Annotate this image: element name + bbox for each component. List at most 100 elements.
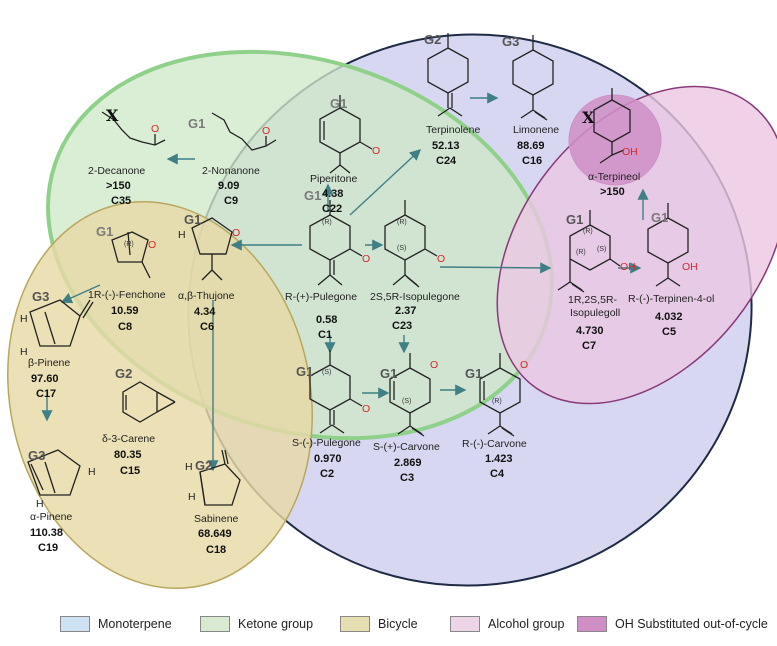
oxygen-label: O [262, 125, 270, 137]
legend-label: Monoterpene [98, 617, 172, 631]
legend-label: Ketone group [238, 617, 314, 631]
compound-id-c23: C23 [392, 320, 412, 332]
compound-value-c8: 10.59 [111, 305, 139, 317]
oxygen-label: O [362, 253, 370, 265]
legend-label: OH Substituted out-of-cycle [615, 617, 768, 631]
compound-value-c19: 110.38 [30, 527, 63, 539]
group-badge-c2: G1 [296, 364, 313, 379]
arrows [41, 92, 649, 472]
group-badge-c5: G1 [651, 210, 668, 225]
compound-value-c17: 97.60 [31, 373, 59, 385]
group-badge-c22: G1 [330, 96, 347, 111]
compound-name-c24: Terpinolene [426, 124, 480, 136]
hydroxyl-label: OH [622, 146, 638, 158]
compound-id-c18: C18 [206, 544, 226, 556]
group-badge-c4: G1 [465, 366, 482, 381]
compound-name-c2: S-(-)-Pulegone [292, 437, 361, 449]
compound-value-c2: 0.970 [314, 453, 342, 465]
hydrogen-label: H [185, 461, 193, 473]
legend-swatch [577, 616, 607, 632]
group-badge-c35: X [106, 106, 119, 125]
compound-id-c7: C7 [582, 340, 596, 352]
hydrogen-label: H [20, 346, 28, 358]
legend-item-ketone: Ketone group [200, 616, 313, 632]
compound-name-c3: S-(+)-Carvone [373, 441, 440, 453]
compound-name-c1: R-(+)-Pulegone [285, 291, 357, 303]
compound-value-c23: 2.37 [395, 305, 416, 317]
group-badge-c1: G1 [304, 188, 321, 203]
arrow-c1-c24 [349, 149, 422, 216]
group-badge-c15: G2 [115, 366, 132, 381]
compound-id-c4: C4 [490, 468, 505, 480]
arrow-c23-c7 [439, 262, 552, 274]
compound-id-c2: C2 [320, 468, 334, 480]
legend-item-bicycle: Bicycle [340, 616, 418, 632]
compound-value-c15: 80.35 [114, 449, 142, 461]
compound-name-c17: β-Pinene [28, 357, 70, 369]
compound-value-c4: 1.423 [485, 453, 513, 465]
compound-value-c9: 9.09 [218, 180, 239, 192]
oxygen-label: O [232, 227, 240, 239]
group-badge-c3: G1 [380, 366, 397, 381]
oxygen-label: O [151, 123, 159, 135]
hydrogen-label: H [36, 498, 44, 510]
compound-value-c6: 4.34 [194, 306, 216, 318]
compound-name-c6: α,β-Thujone [178, 290, 235, 302]
compound-id-c8: C8 [118, 321, 132, 333]
compound-value-terpineol: >150 [600, 186, 625, 198]
compound-value-c24: 52.13 [432, 140, 460, 152]
hydrogen-label: H [178, 229, 186, 241]
oxygen-label: O [372, 145, 380, 157]
compound-name-c16: Limonene [513, 124, 559, 136]
stereo-r: (R) [583, 228, 593, 235]
legend-label: Bicycle [378, 617, 418, 631]
legend-item-monoterpene: Monoterpene [60, 616, 172, 632]
legend-swatch [340, 616, 370, 632]
terpene-relationship-diagram: O O O O O O O O O O OH OH OH H H H H H H… [7, 32, 777, 590]
compound-name-c8: 1R-(-)-Fenchone [88, 289, 166, 301]
stereo-labels: (R) (R) (S) (S) (S) (R) (R) (S) (R) (R) [124, 219, 606, 405]
legend-swatch [450, 616, 480, 632]
compound-value-c22: 4.38 [322, 188, 343, 200]
group-badge-c17: G3 [32, 289, 49, 304]
compound-id-c9: C9 [224, 195, 238, 207]
compound-id-c35: C35 [111, 195, 131, 207]
legend-item-alcohol: Alcohol group [450, 616, 564, 632]
group-badge-c6: G1 [184, 212, 201, 227]
arrow-c8-c17 [60, 284, 101, 304]
compound-name-c4: R-(-)-Carvone [462, 438, 527, 450]
hydrogen-label: H [188, 491, 196, 503]
oxygen-label: O [148, 239, 156, 251]
compound-name-terpineol: α-Terpineol [588, 171, 640, 183]
group-badge-c16: G3 [502, 34, 519, 49]
compound-id-c22: C22 [322, 203, 342, 215]
compound-name-c22: Piperitone [310, 173, 357, 185]
hydrogen-label: H [20, 313, 28, 325]
compound-name-c7: 1R,2S,5R- [568, 294, 618, 306]
compound-value-c35: >150 [106, 180, 131, 192]
group-badge-c24: G2 [424, 32, 441, 47]
molecule-structures [27, 33, 689, 506]
group-badge-c19: G3 [28, 448, 45, 463]
compound-id-c17: C17 [36, 388, 56, 400]
compound-name-c35: 2-Decanone [88, 165, 145, 177]
atom-labels: O O O O O O O O O O OH OH OH H H H H H H… [20, 123, 698, 510]
compound-id-c6: C6 [200, 321, 214, 333]
compound-name-c9: 2-Nonanone [202, 165, 260, 177]
stereo-r: (R) [397, 219, 407, 226]
stereo-s: (S) [597, 246, 606, 253]
compound-name2-c7: Isopulegoll [570, 307, 620, 319]
compound-id-c1: C1 [318, 329, 332, 341]
group-badge-terpineol: X [582, 108, 595, 127]
oxygen-label: O [437, 253, 445, 265]
legend-swatch [60, 616, 90, 632]
legend-swatch [200, 616, 230, 632]
oxygen-label: O [430, 359, 438, 371]
compound-name-c23: 2S,5R-Isopulegone [370, 291, 460, 303]
stereo-r: (R) [576, 249, 586, 256]
compound-id-c5: C5 [662, 326, 676, 338]
alcohol-region [496, 85, 777, 405]
compound-name-c15: δ-3-Carene [102, 433, 155, 445]
compound-id-c19: C19 [38, 542, 58, 554]
stereo-r: (R) [322, 219, 332, 226]
